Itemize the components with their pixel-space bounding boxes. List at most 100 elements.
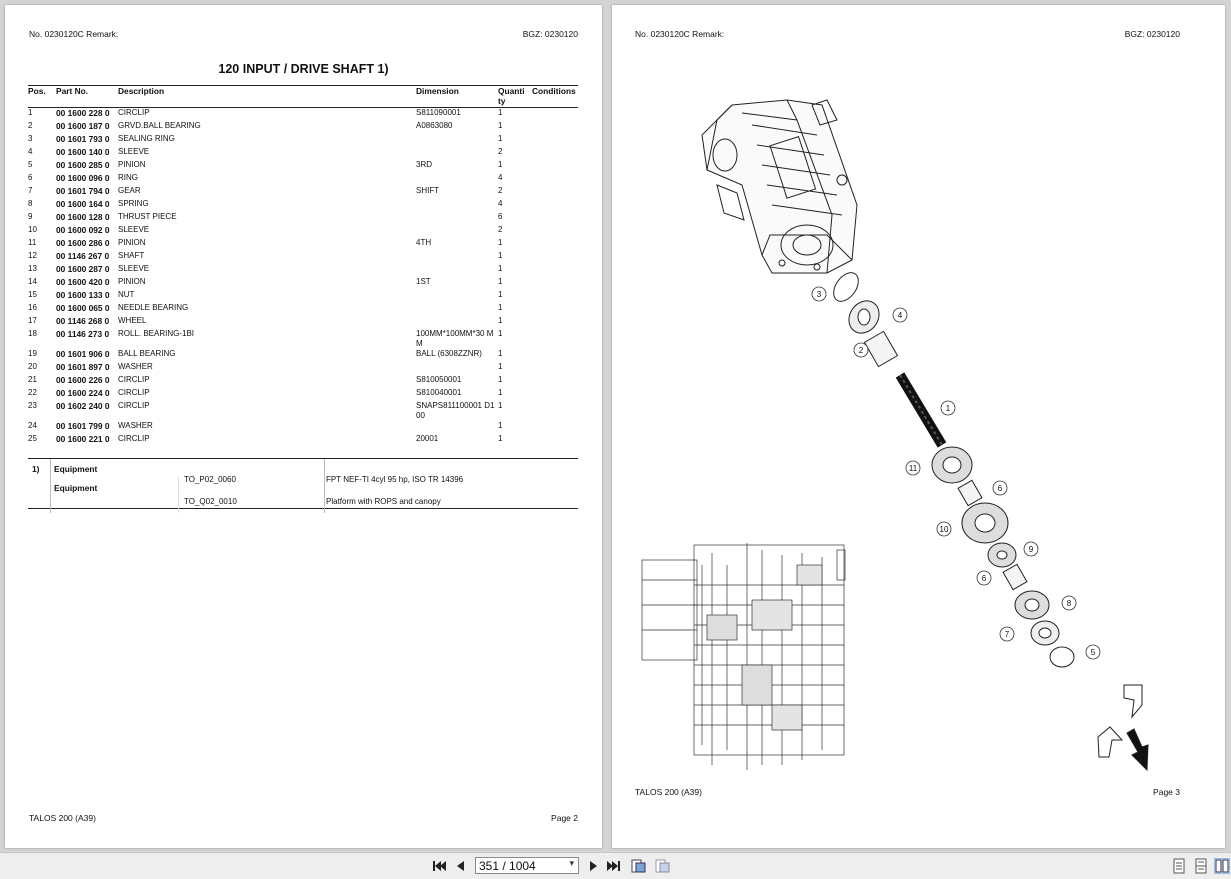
callout-circle [992,480,1008,496]
callout-circle [1061,595,1077,611]
callout-number: 1 [946,404,951,413]
cell-description: SHAFT [118,251,145,260]
cell-dimension: S810040001 [416,388,462,397]
two-page-view-icon[interactable] [1214,858,1230,874]
cell-conditions [532,212,578,225]
pdf-viewer-toolbar: 351 / 1004 ▾ [0,852,1231,879]
callout-circle [905,460,921,476]
cell-dimension: 3RD [416,160,433,169]
cell-part-no: 00 1600 133 0 [56,290,110,300]
table-header-row: Pos. Part No. Description Dimension Quan… [28,85,578,108]
cell-conditions [532,134,578,147]
cell-quantity: 1 [498,329,503,338]
footnote-code-1: TO_P02_0060 [184,475,236,484]
cell-description: WHEEL [118,316,147,325]
cell-description: PINION [118,277,146,286]
chevron-down-icon[interactable]: ▾ [569,858,574,868]
next-page-icon[interactable] [586,858,600,874]
callout-circle [853,342,869,358]
fit-page-icon[interactable] [630,858,646,874]
cell-part-no: 00 1600 096 0 [56,173,110,183]
cell-quantity: 6 [498,212,503,221]
cell-dimension: 1ST [416,277,431,286]
cell-quantity: 1 [498,401,503,410]
cell-quantity: 1 [498,375,503,384]
cell-part-no: 00 1602 240 0 [56,401,110,411]
left-header-remark: No. 0230120C Remark: [29,29,119,39]
col-header-part-no: Part No. [56,85,118,108]
cell-quantity: 1 [498,238,503,247]
cell-description: WASHER [118,362,153,371]
continuous-view-icon[interactable] [1194,858,1208,874]
single-page-view-icon[interactable] [1172,858,1186,874]
cell-description: CIRCLIP [118,375,150,384]
cell-part-no: 00 1146 273 0 [56,329,110,339]
cell-pos: 14 [28,277,37,286]
cell-conditions [532,375,578,388]
cell-quantity: 4 [498,173,503,182]
cell-pos: 4 [28,147,33,156]
last-page-icon[interactable] [606,858,622,874]
cell-dimension [416,147,498,160]
cell-conditions [532,434,578,447]
callout-number: 9 [1029,545,1034,554]
cell-part-no: 00 1600 285 0 [56,160,110,170]
prev-page-icon[interactable] [454,858,468,874]
cell-quantity: 1 [498,160,503,169]
cell-quantity: 1 [498,108,503,117]
cell-conditions [532,401,578,421]
first-page-icon[interactable] [431,858,447,874]
parts-table: Pos. Part No. Description Dimension Quan… [28,85,578,447]
cell-part-no: 00 1146 267 0 [56,251,110,261]
cell-dimension [416,316,498,329]
cell-quantity: 2 [498,186,503,195]
cell-description: SEALING RING [118,134,175,143]
col-header-conditions: Conditions [532,85,578,108]
cell-dimension [416,212,498,225]
cell-description: GRVD.BALL BEARING [118,121,201,130]
cell-pos: 21 [28,375,37,384]
cell-quantity: 2 [498,225,503,234]
cell-conditions [532,186,578,199]
cell-dimension [416,173,498,186]
cell-part-no: 00 1601 799 0 [56,421,110,431]
cell-conditions [532,388,578,401]
callout-number: 4 [898,311,903,320]
cell-description: CIRCLIP [118,434,150,443]
cell-conditions [532,238,578,251]
footnote-marker: 1) [32,464,40,474]
cell-conditions [532,362,578,375]
cell-conditions [532,160,578,173]
page-number-value: 351 / 1004 [479,859,536,873]
page-number-input[interactable]: 351 / 1004 ▾ [475,857,579,874]
cell-dimension: SHIFT [416,186,440,195]
cell-pos: 3 [28,134,33,143]
cell-description: SPRING [118,199,149,208]
callout-number: 6 [998,484,1003,493]
cell-quantity: 1 [498,251,503,260]
cell-description: SLEEVE [118,147,150,156]
cell-quantity: 1 [498,121,503,130]
fit-width-icon[interactable] [654,858,670,874]
col-header-description: Description [118,85,416,108]
cell-dimension: BALL (6308ZZNR) [416,349,482,358]
cell-conditions [532,349,578,362]
cell-part-no: 00 1600 224 0 [56,388,110,398]
footnote-label-2: Equipment [54,483,98,493]
callout-number: 2 [859,346,864,355]
